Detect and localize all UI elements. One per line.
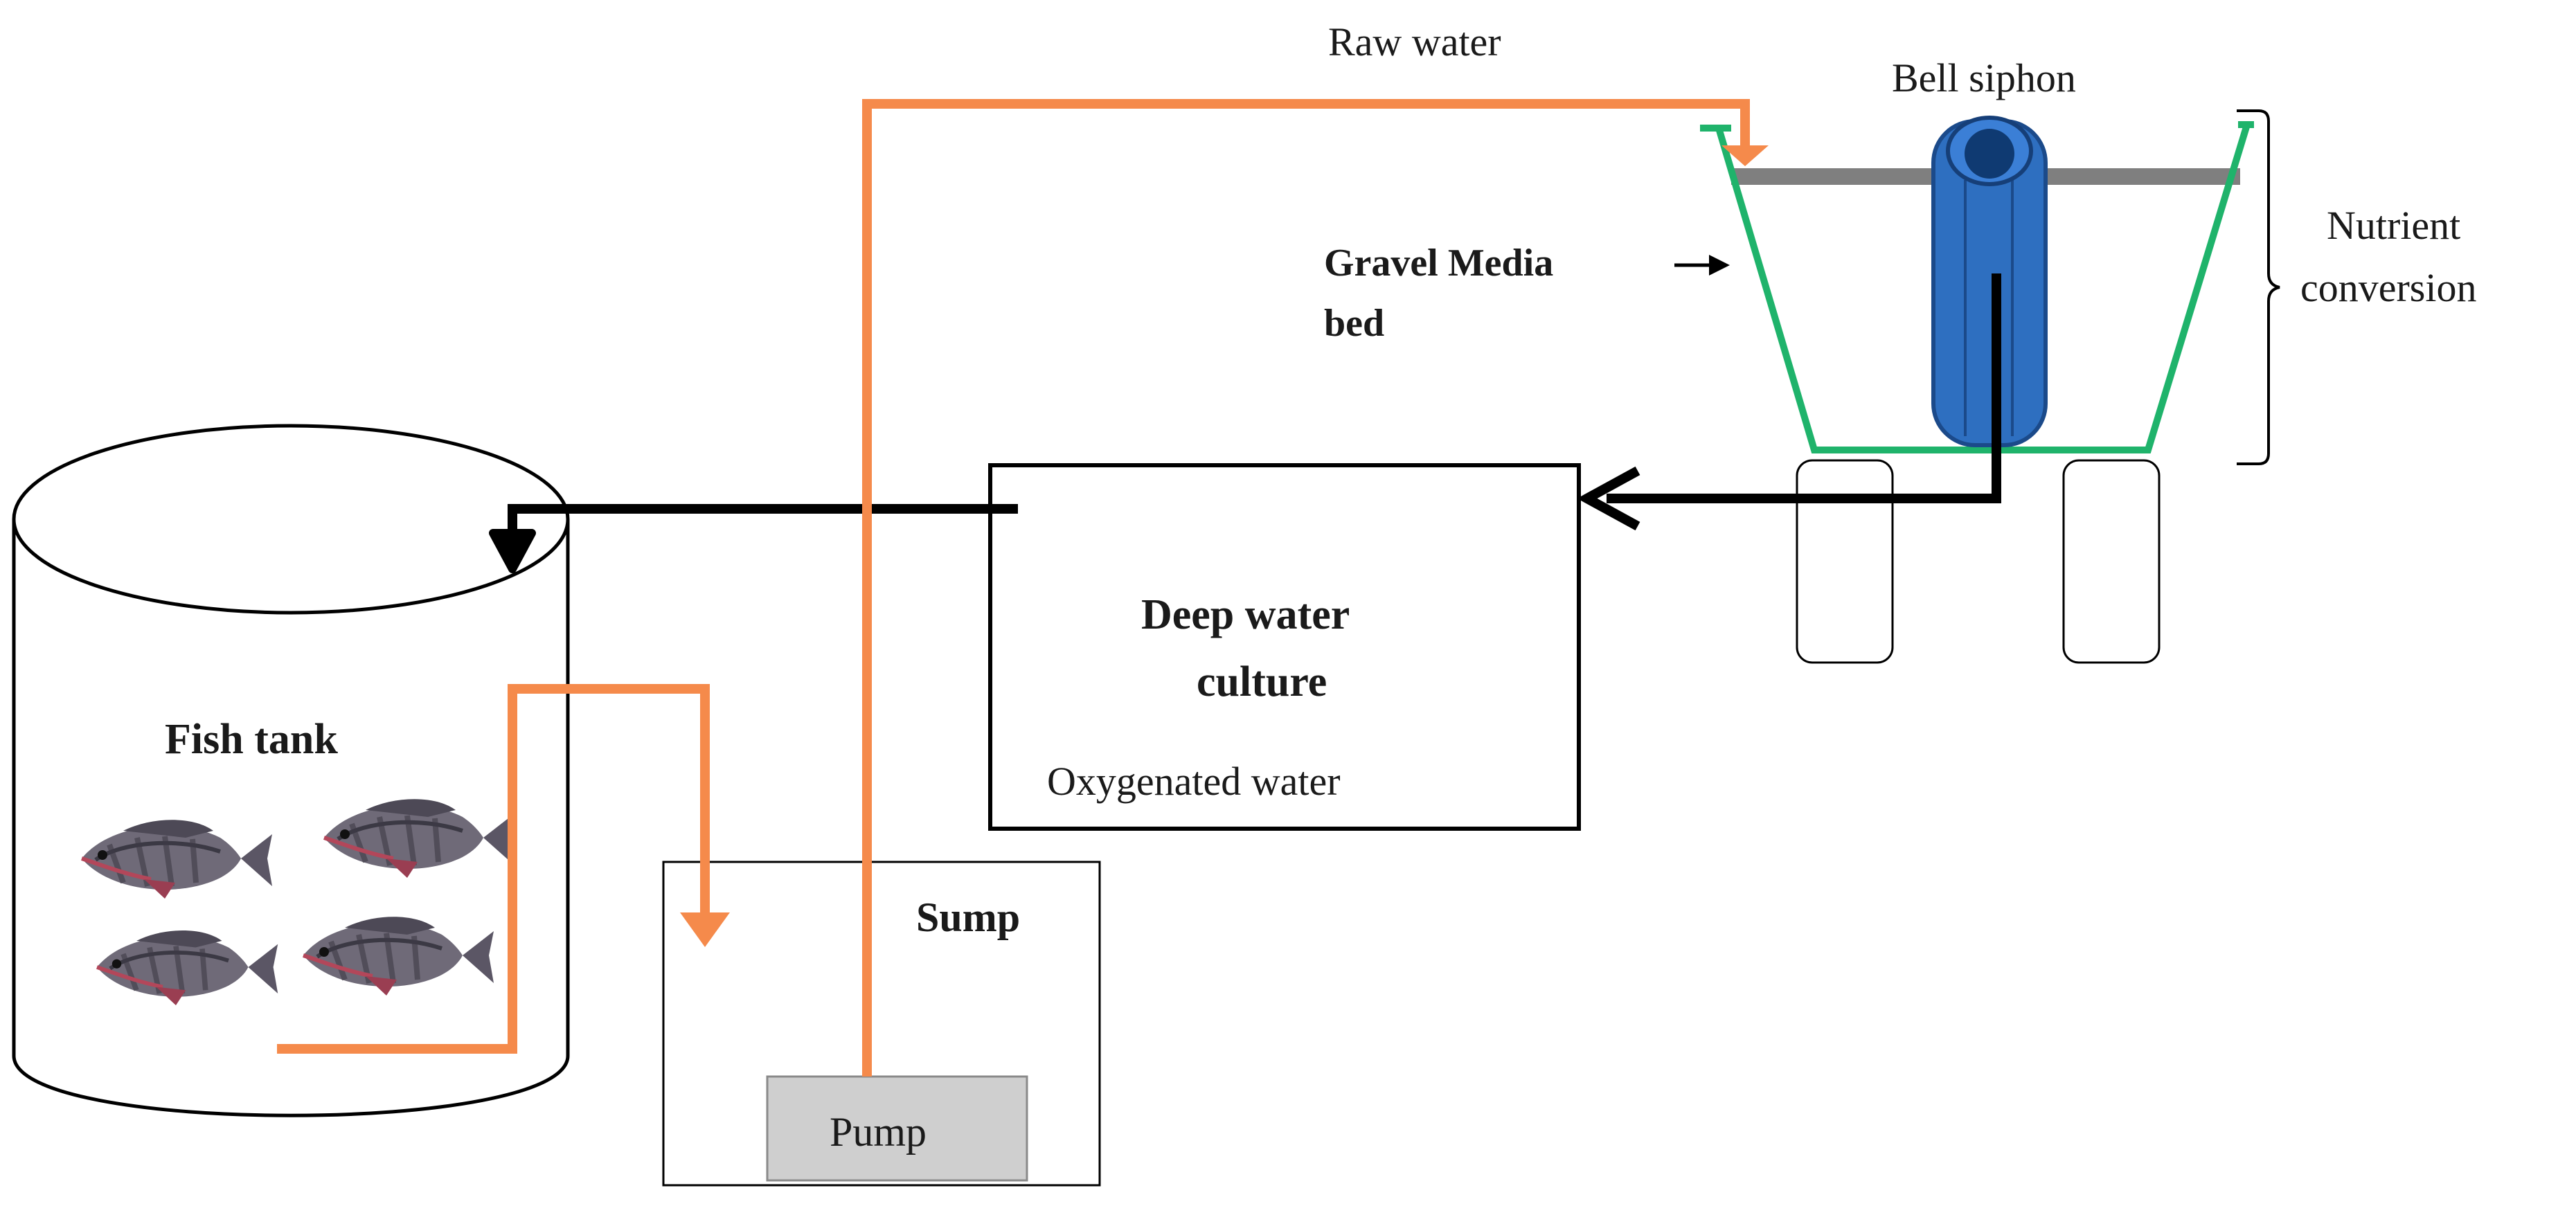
sump: Sump Pump [662,861,1101,1187]
grow-bed-leg-left [1796,459,1894,664]
oxygenated-water-label: Oxygenated water [1047,759,1341,804]
grow-bed-leg-right [2062,459,2161,664]
nutrient-conversion-label-line2: conversion [2300,265,2477,310]
tank-to-sump-pipe [277,684,710,1054]
dwc-box [988,463,1581,831]
gravel-media-label-line1: Gravel Media [1324,242,1553,285]
bell-siphon-label: Bell siphon [1892,55,2076,100]
nutrient-brace-icon [2237,109,2280,465]
pump-label: Pump [830,1109,927,1155]
fish-tank-label: Fish tank [165,716,338,763]
siphon-drain-line [1607,481,2001,503]
return-flow [489,466,2001,573]
fish-tank-top [12,424,570,615]
grow-bed: Bell siphon Gravel Media bed Nutrient co… [1324,55,2477,664]
dwc-label-line1: Deep water [1141,591,1350,638]
deep-water-culture: Deep water culture Oxygenated water [988,463,1581,831]
grow-bed-container [1700,121,2254,453]
gravel-arrow-icon [1674,255,1730,276]
dwc-inlet-arrow-icon [1577,466,1640,531]
dwc-to-tank-line [508,504,1018,547]
pump [766,1075,1028,1182]
grow-bed-inlet-arrow-icon [1721,145,1769,166]
gravel-media-label-line2: bed [1324,302,1384,345]
water-pipes: Raw water [277,19,1769,1077]
nutrient-conversion-label-line1: Nutrient [2327,203,2460,248]
tank-inlet-arrow-icon [489,529,536,573]
sump-inlet-arrow-icon [680,912,730,947]
raw-water-label: Raw water [1328,19,1501,64]
raw-water-pipe [862,99,1750,1077]
bell-siphon-icon [1931,116,2048,485]
fish-tank: Fish tank [12,424,570,1117]
dwc-label-line2: culture [1197,658,1327,705]
sump-label: Sump [916,894,1020,940]
